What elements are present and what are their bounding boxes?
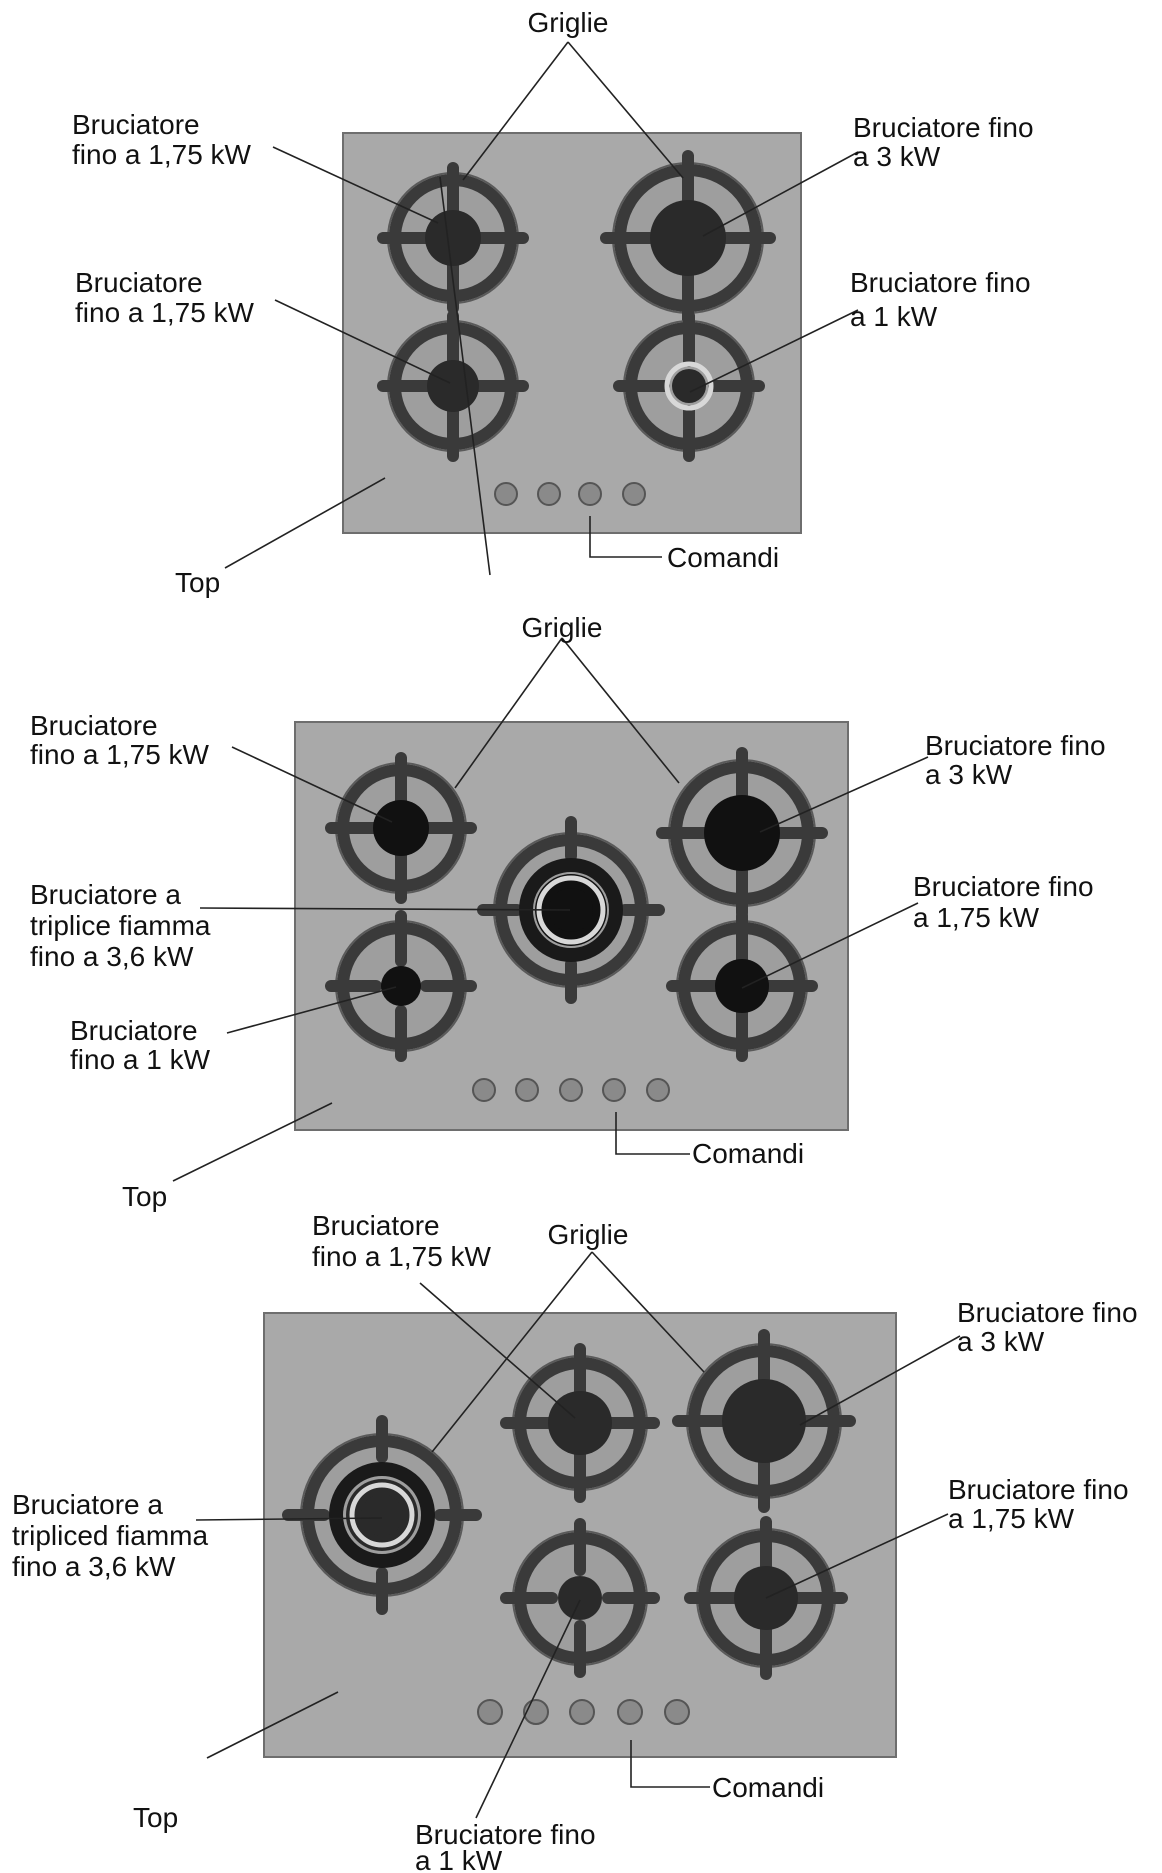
burner-label-bottom-right: Bruciatore fino xyxy=(913,871,1094,902)
burner-bottom-right xyxy=(613,310,765,462)
burner-label-top-left-line2: fino a 1,75 kW xyxy=(30,739,210,770)
comandi-label: Comandi xyxy=(667,542,779,573)
burner-label-top-middle-line2: fino a 1,75 kW xyxy=(312,1241,492,1272)
burner-label-center-line2: triplice fiamma xyxy=(30,910,211,941)
burner-label-left: Bruciatore a xyxy=(12,1489,163,1520)
burner-label-bottom-right-line2: a 1 kW xyxy=(850,301,938,332)
burner-label-center: Bruciatore a xyxy=(30,879,181,910)
griglie-label: Griglie xyxy=(528,7,609,38)
burner-label-bottom-right-line2: a 1,75 kW xyxy=(913,902,1040,933)
burner-label-bottom-middle: Bruciatore fino xyxy=(415,1819,596,1850)
comandi-label: Comandi xyxy=(712,1772,824,1803)
griglie-label: Griglie xyxy=(522,612,603,643)
knob[interactable] xyxy=(617,1699,643,1725)
burner-top-middle xyxy=(500,1343,660,1503)
burner-label-left-line2: tripliced fiamma xyxy=(12,1520,208,1551)
burner-label-top-right-line2: a 3 kW xyxy=(957,1326,1045,1357)
knob[interactable] xyxy=(537,482,561,506)
burner-top-left xyxy=(377,162,529,314)
burner-label-left-line3: fino a 3,6 kW xyxy=(12,1551,176,1582)
top-label: Top xyxy=(175,567,220,598)
burner-label-bottom-left: Bruciatore xyxy=(75,267,203,298)
control-knobs xyxy=(477,1699,690,1725)
burner-top-right xyxy=(672,1329,856,1513)
leader-line xyxy=(439,176,491,576)
knob[interactable] xyxy=(578,482,602,506)
burner-triple-flame-center xyxy=(477,816,665,1004)
burner-top-right xyxy=(600,150,776,326)
burner-label-top-left: Bruciatore xyxy=(30,710,158,741)
griglie-label: Griglie xyxy=(548,1219,629,1250)
comandi-label: Comandi xyxy=(692,1138,804,1169)
burner-label-bottom-right: Bruciatore fino xyxy=(850,267,1031,298)
control-knobs xyxy=(494,482,646,506)
hob-diagram-5-burners-left: Griglie Bruciatore fino a 1,75 kW Brucia… xyxy=(12,1210,1138,1873)
burner-bottom-middle xyxy=(500,1518,660,1678)
burner-label-bottom-left-line2: fino a 1,75 kW xyxy=(75,297,255,328)
top-label: Top xyxy=(122,1181,167,1212)
burner-label-top-right-line2: a 3 kW xyxy=(853,141,941,172)
burner-label-bottom-left-line2: fino a 1 kW xyxy=(70,1044,211,1075)
burner-bottom-left xyxy=(377,310,529,462)
control-knobs xyxy=(472,1078,670,1102)
burner-label-top-left: Bruciatore xyxy=(72,109,200,140)
burner-label-top-left-line2: fino a 1,75 kW xyxy=(72,139,252,170)
knob[interactable] xyxy=(559,1078,583,1102)
knob[interactable] xyxy=(523,1699,549,1725)
knob[interactable] xyxy=(472,1078,496,1102)
knob[interactable] xyxy=(515,1078,539,1102)
burner-label-center-line3: fino a 3,6 kW xyxy=(30,941,194,972)
burner-label-top-middle: Bruciatore xyxy=(312,1210,440,1241)
burner-top-right xyxy=(656,747,828,919)
burner-label-bottom-right: Bruciatore fino xyxy=(948,1474,1129,1505)
knob[interactable] xyxy=(646,1078,670,1102)
top-label: Top xyxy=(133,1802,178,1833)
knob[interactable] xyxy=(602,1078,626,1102)
burner-top-left xyxy=(325,752,477,904)
burner-label-top-right: Bruciatore fino xyxy=(957,1297,1138,1328)
burner-label-bottom-middle-line2: a 1 kW xyxy=(415,1845,503,1873)
burner-bottom-left xyxy=(325,910,477,1062)
knob[interactable] xyxy=(477,1699,503,1725)
burner-bottom-right xyxy=(666,910,818,1062)
burner-label-bottom-left: Bruciatore xyxy=(70,1015,198,1046)
burner-label-top-right-line2: a 3 kW xyxy=(925,759,1013,790)
burner-label-top-right: Bruciatore fino xyxy=(853,112,1034,143)
knob[interactable] xyxy=(664,1699,690,1725)
knob[interactable] xyxy=(622,482,646,506)
burner-label-top-right: Bruciatore fino xyxy=(925,730,1106,761)
knob[interactable] xyxy=(494,482,518,506)
hob-diagram-4-burners: Griglie Bruciatore fino a 1,75 kW Brucia… xyxy=(72,7,1034,598)
burner-triple-flame-left xyxy=(282,1415,482,1615)
knob[interactable] xyxy=(569,1699,595,1725)
hob-diagram-5-burners-center: Griglie Bruciatore fino a 1,75 kW Brucia… xyxy=(30,612,1106,1212)
burner-label-bottom-right-line2: a 1,75 kW xyxy=(948,1503,1075,1534)
